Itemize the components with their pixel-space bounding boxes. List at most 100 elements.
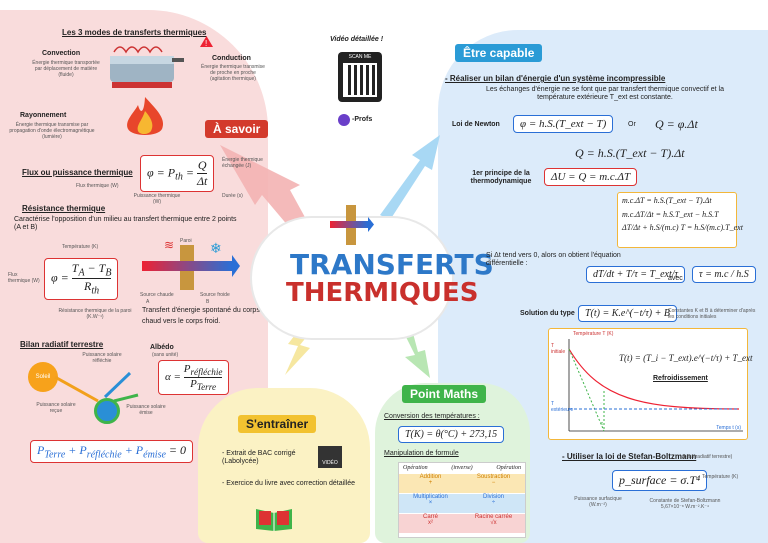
principe-equation: ΔU = Q = m.c.ΔT: [544, 168, 638, 186]
right-bilan-title: - Réaliser un bilan d'énergie d'un systè…: [445, 74, 666, 83]
pot-illustration: [104, 38, 184, 90]
source-chaude-label: Source chaude: [140, 292, 174, 298]
refroidissement-label: Refroidissement: [653, 375, 708, 382]
source-froide-label: Source froide: [200, 292, 230, 298]
radiation-arrows: [54, 371, 139, 403]
book-icon: [254, 505, 294, 531]
or-label: Or: [628, 121, 636, 128]
q-equation: Q = φ.Δt: [655, 117, 698, 131]
qr-pattern: [343, 63, 377, 97]
stefan-title: - Utiliser la loi de Stefan-Boltzmann: [562, 452, 697, 461]
graph-curves: [568, 339, 743, 432]
title-line1: TRANSFERTS: [290, 248, 494, 281]
paroi-illustration: [140, 245, 240, 290]
conv-title: Conversion des températures :: [384, 413, 480, 420]
rayonnement-label: Rayonnement: [20, 112, 67, 119]
video-label: Vidéo détaillée !: [330, 36, 384, 43]
etre-capable-tag: Être capable: [455, 44, 543, 62]
manip-cell-a: Addition+: [419, 474, 442, 486]
arrow-right: [380, 135, 440, 220]
maths-tag: Point Maths: [402, 385, 486, 403]
constantes-note: Constantes K et B à déterminer d'après l…: [668, 308, 756, 320]
savoir-tag: À savoir: [205, 120, 269, 138]
fire-icon: [118, 95, 172, 137]
train-tag: S'entraîner: [238, 415, 317, 433]
derivation-eq3: ΔT/Δt + h.S/(m.c) T = h.S/(m.c).T_ext: [622, 223, 743, 232]
spontane-text: Transfert d'énergie spontané du corps ch…: [142, 307, 260, 325]
bilan-title: Bilan radiatif terrestre: [20, 340, 104, 349]
res-title: Résistance thermique: [22, 204, 106, 213]
tau-label: τ: [601, 421, 603, 427]
manip-header: Opération (inverse) Opération: [399, 463, 525, 473]
conv-equation: T(K) = θ(°C) + 273,15: [398, 426, 505, 443]
p-recue-note: Puissance solaire reçue: [36, 402, 76, 414]
derivation-box: m.c.ΔT = h.S.(T_ext − T).Δt m.c.ΔT/Δt = …: [617, 192, 743, 248]
p-reflechie-note: Puissance solaire réfléchie: [82, 352, 122, 364]
res-desc: Caractérise l'opposition d'un milieu au …: [14, 216, 237, 232]
manip-header-op: Opération: [403, 465, 428, 471]
left-title: Les 3 modes de transferts thermiques: [62, 28, 207, 37]
principe-label: 1er principe de la thermodynamique: [470, 170, 532, 186]
newton-label: Loi de Newton: [452, 121, 500, 128]
res-flux-note: Flux thermique (W): [8, 272, 40, 284]
manip-header-inverse: (inverse): [451, 465, 473, 471]
convection-label: Convection: [42, 50, 81, 57]
t-exterieure-label: T extérieure: [551, 401, 574, 413]
flux-w-note: Flux thermique (W): [76, 183, 119, 189]
center-heat-icon: [330, 205, 374, 245]
stefan-t-note: Température (K): [702, 474, 739, 480]
albedo-sub: (sans unité): [152, 352, 179, 358]
flux-p-note: Puissance thermique (W): [133, 193, 181, 205]
svg-text:!: !: [205, 39, 207, 47]
p-emise-note: Puissance solaire émise: [126, 404, 166, 416]
graph-equation: T(t) = (T_i − T_ext).e^(−t/τ) + T_ext: [619, 353, 753, 363]
bilan-equation: PTerre + Préfléchie + Pémise = 0: [30, 440, 194, 464]
right-bilan-desc: Les échanges d'énergie ne se font que pa…: [486, 86, 724, 102]
earth-icon: [94, 398, 120, 424]
snowflake-icon: ❄: [210, 240, 222, 256]
res-r-note: Résistance thermique de la paroi (K.W⁻¹): [58, 308, 132, 320]
train-item2[interactable]: - Exercice du livre avec correction déta…: [222, 480, 356, 487]
scan-label: SCAN ME: [348, 54, 372, 60]
res-temp-note: Température (K): [62, 244, 99, 250]
diff-equation: dT/dt + T/τ = T_ext/τ: [586, 266, 686, 283]
cooling-graph: Température T (K) Temps t (s) T initiale…: [548, 328, 753, 440]
t-initiale-label: T initiale: [551, 343, 566, 355]
manip-table: Opération (inverse) Opération Addition+ …: [398, 462, 526, 538]
newton-equation: φ = h.S.(T_ext − T): [513, 115, 614, 133]
manip-row: Addition+ Soustraction−: [399, 474, 525, 493]
si-dt-text: Si Δt tend vers 0, alors on obtient l'éq…: [486, 252, 621, 268]
albedo-label: Albédo: [150, 344, 174, 351]
profs-logo-icon: [338, 114, 350, 126]
graph-y-label: Température T (K): [573, 331, 614, 337]
manip-cell-b: Division÷: [482, 494, 504, 506]
sun-icon: Soleil: [28, 362, 58, 392]
solution-equation: T(t) = K.e^(−t/τ) + B: [578, 305, 677, 322]
heat-icon: ≋: [164, 238, 175, 252]
qr-code[interactable]: SCAN ME: [338, 52, 382, 102]
stefan-p-note: Puissance surfacique (W.m⁻²): [574, 496, 622, 508]
video-icon[interactable]: VIDÉO: [318, 446, 342, 468]
manip-cell-b: Racine carrée√x: [474, 514, 513, 526]
stefan-sub: (bilan radiatif terrestre): [682, 454, 733, 460]
train-item1[interactable]: - Extrait de BAC corrigé (Labolycée): [222, 450, 296, 466]
point-b: B: [206, 299, 210, 305]
stefan-equation: p_surface = σ.T⁴: [612, 470, 708, 491]
convection-desc: Énergie thermique transportée par déplac…: [32, 60, 100, 78]
arrow-yellow: [285, 318, 320, 375]
derivation-eq2: m.c.ΔT/Δt = h.S.T_ext − h.S.T: [622, 210, 719, 219]
q2-equation: Q = h.S.(T_ext − T).Δt: [575, 146, 685, 160]
solution-label: Solution du type: [520, 310, 575, 317]
conduction-label: Conduction: [212, 55, 251, 62]
conduction-desc: Énergie thermique transmise de proche en…: [201, 64, 265, 82]
rayonnement-desc: Énergie thermique transmise par propagat…: [9, 122, 95, 140]
flux-dt-note: Durée (s): [222, 193, 243, 199]
avec-label: avec: [668, 275, 683, 282]
manip-row: Multiplication× Division÷: [399, 494, 525, 513]
paroi-label: Paroi: [180, 238, 192, 244]
graph-x-label: Temps t (s): [716, 425, 741, 431]
